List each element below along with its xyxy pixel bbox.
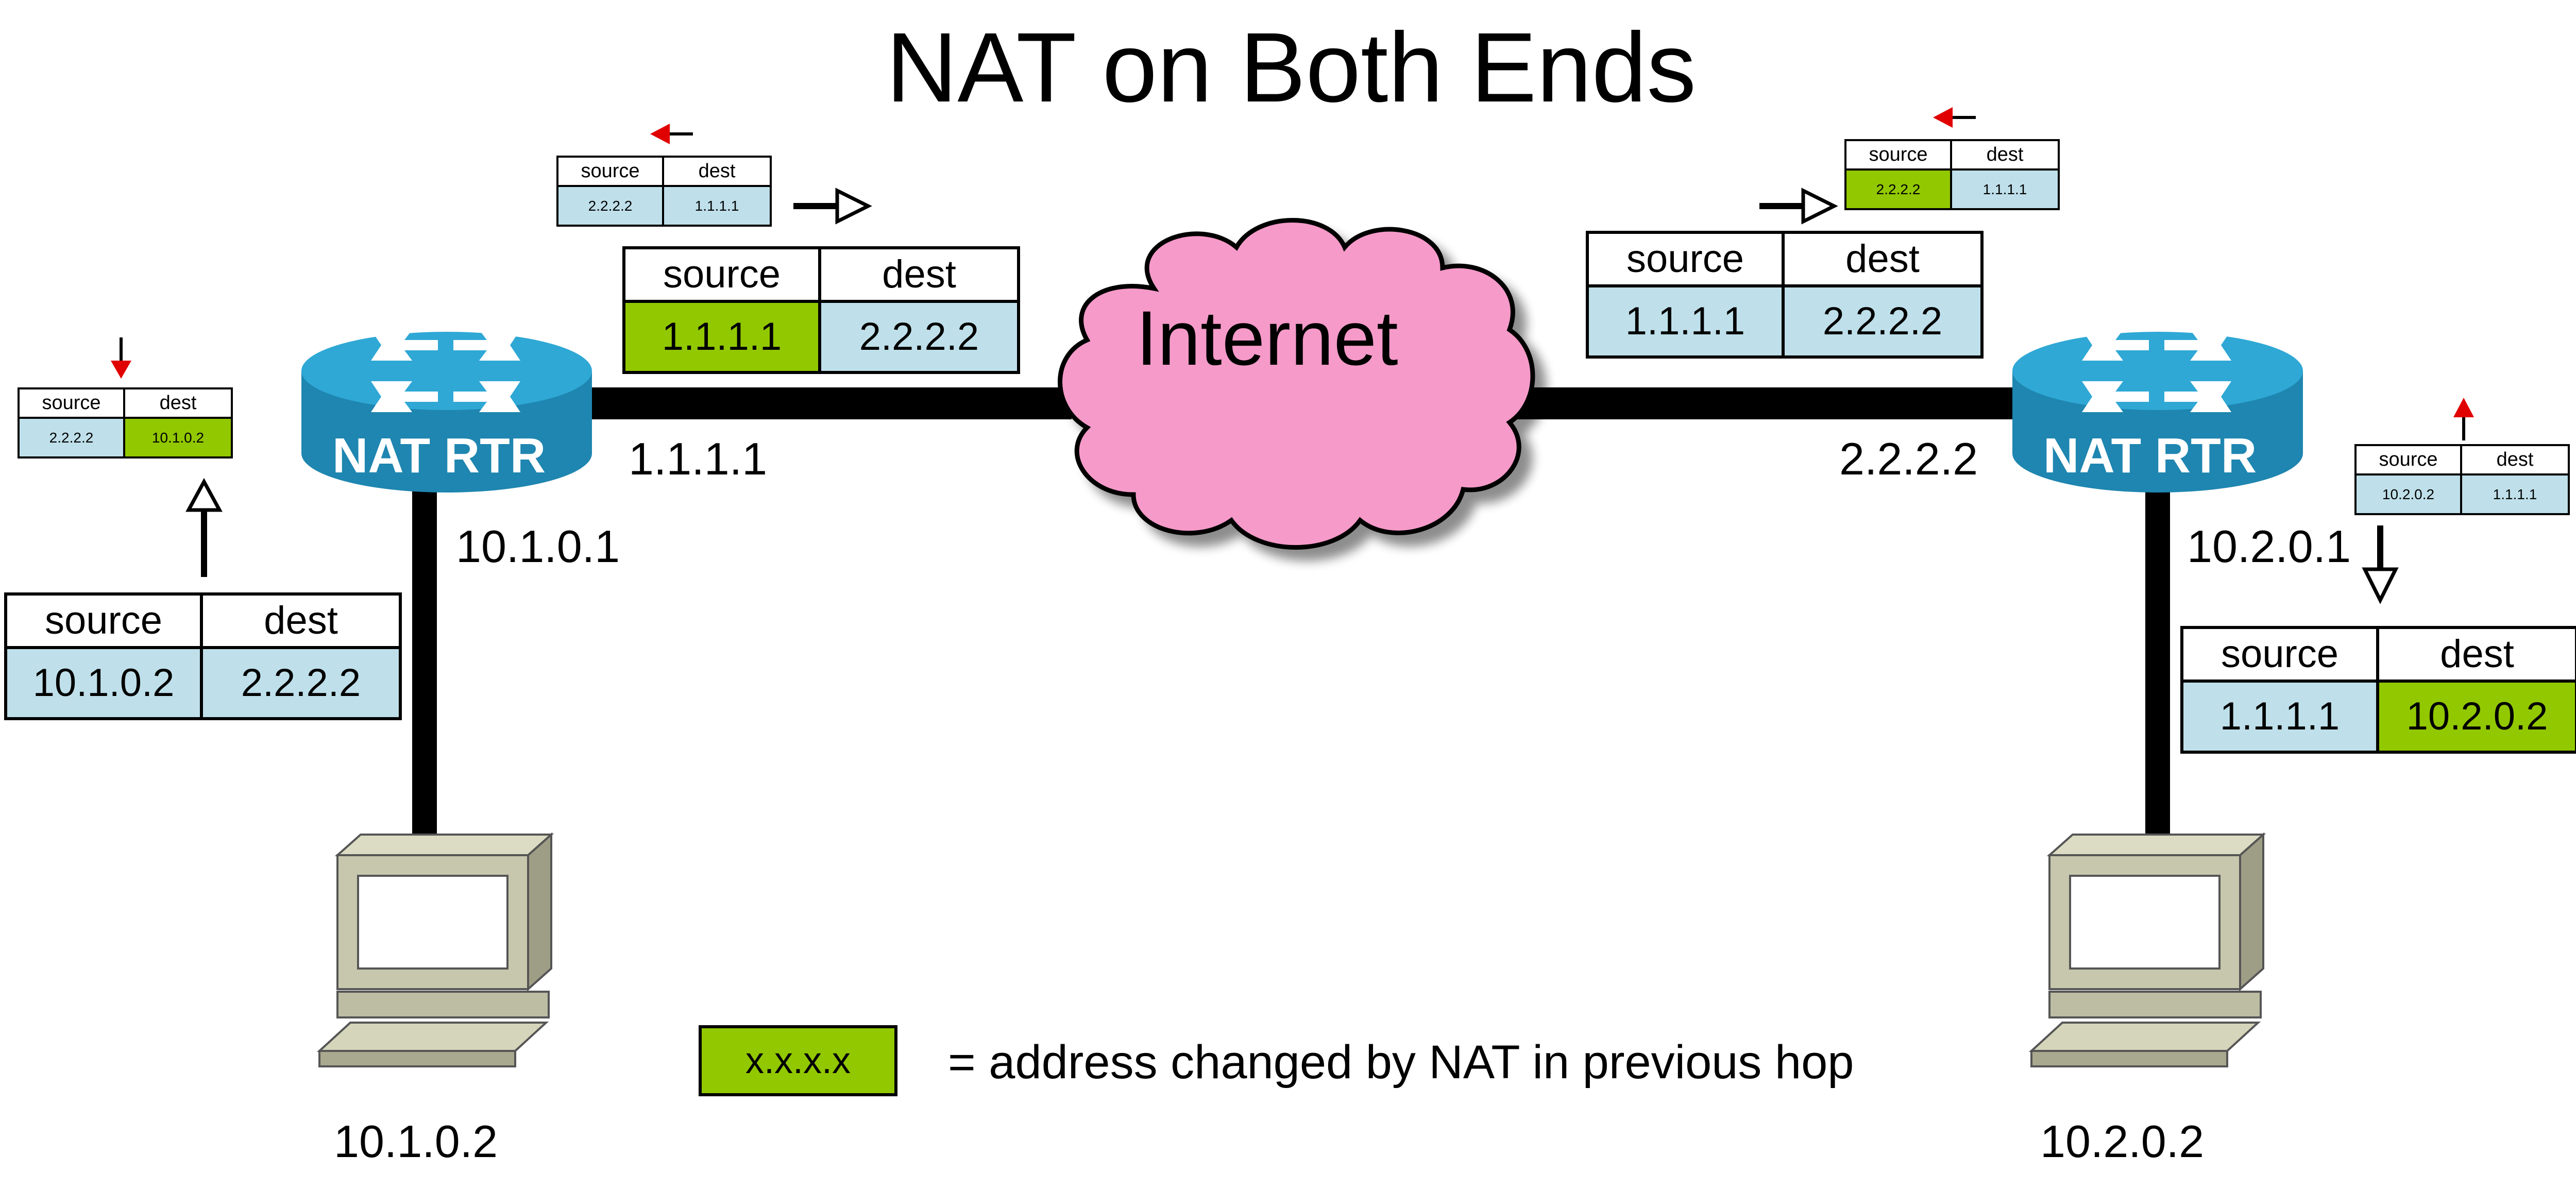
right-host-ip: 10.2.0.2: [2040, 1116, 2205, 1167]
dest-address: 1.1.1.1: [2462, 475, 2568, 513]
dest-header: dest: [203, 596, 399, 649]
arrow-right-icon: [1759, 188, 1838, 225]
source-address: 2.2.2.2: [1846, 171, 1952, 208]
legend-swatch: x.x.x.x: [699, 1025, 897, 1096]
reply-arrow-up-icon: [2453, 398, 2474, 440]
source-header: source: [625, 249, 821, 303]
source-address: 10.2.0.2: [2357, 475, 2462, 513]
reply-arrow-left-icon: [1933, 107, 1976, 128]
lan-link-left: [412, 484, 437, 855]
left-router-label: NAT RTR: [332, 428, 546, 483]
cloud-label: Internet: [1136, 295, 1398, 381]
wan-link-left: [587, 387, 1072, 419]
lan-link-right: [2145, 484, 2170, 855]
right-host-computer-icon: [2028, 832, 2266, 1067]
packet-header-right-wan-request: source dest 1.1.1.1 2.2.2.2: [1586, 231, 1984, 359]
left-host-ip: 10.1.0.2: [334, 1116, 498, 1167]
left-host-computer-icon: [316, 832, 554, 1067]
packet-header-left-lan-reply: source dest 2.2.2.2 10.1.0.2: [18, 387, 233, 458]
source-header: source: [1846, 141, 1952, 171]
right-router-inside-ip: 10.2.0.1: [2187, 521, 2351, 572]
dest-address: 2.2.2.2: [203, 649, 399, 717]
source-header: source: [20, 389, 125, 419]
arrow-up-icon: [185, 478, 223, 577]
dest-address: 2.2.2.2: [1785, 287, 1980, 355]
dest-header: dest: [1952, 141, 2058, 171]
right-router-label: NAT RTR: [2043, 428, 2257, 483]
reply-arrow-down-icon: [111, 337, 131, 379]
source-address: 2.2.2.2: [558, 187, 664, 225]
packet-header-right-lan-reply: source dest 10.2.0.2 1.1.1.1: [2354, 444, 2570, 515]
dest-header: dest: [2462, 446, 2568, 476]
reply-arrow-left-icon: [650, 124, 693, 144]
dest-address: 10.2.0.2: [2379, 682, 2575, 751]
dest-header: dest: [1785, 234, 1980, 287]
source-address: 1.1.1.1: [1589, 287, 1785, 355]
packet-header-left-wan-request: source dest 1.1.1.1 2.2.2.2: [622, 246, 1020, 374]
source-header: source: [1589, 234, 1785, 287]
arrow-right-icon: [793, 188, 872, 225]
wan-link-right: [1515, 387, 2025, 419]
dest-address: 1.1.1.1: [1952, 171, 2058, 208]
packet-header-right-lan-request: source dest 1.1.1.1 10.2.0.2: [2180, 626, 2576, 754]
dest-address: 1.1.1.1: [664, 187, 770, 225]
source-address: 2.2.2.2: [20, 419, 125, 456]
internet-cloud: [1058, 218, 1535, 550]
arrow-down-icon: [2362, 525, 2399, 604]
dest-header: dest: [664, 158, 770, 188]
dest-address: 10.1.0.2: [125, 419, 231, 456]
packet-header-left-wan-reply: source dest 2.2.2.2 1.1.1.1: [556, 156, 772, 227]
dest-address: 2.2.2.2: [821, 302, 1017, 371]
source-header: source: [558, 158, 664, 188]
source-header: source: [2183, 629, 2379, 683]
source-address: 1.1.1.1: [2183, 682, 2379, 751]
dest-header: dest: [821, 249, 1017, 303]
left-router-icon: [301, 330, 592, 492]
left-router-inside-ip: 10.1.0.1: [456, 521, 620, 572]
source-header: source: [2357, 446, 2462, 476]
page-title: NAT on Both Ends: [886, 12, 1697, 123]
packet-header-right-wan-reply: source dest 2.2.2.2 1.1.1.1: [1844, 139, 2060, 210]
right-router-outside-ip: 2.2.2.2: [1839, 433, 1978, 484]
left-router-outside-ip: 1.1.1.1: [629, 433, 768, 484]
source-address: 1.1.1.1: [625, 302, 821, 371]
source-address: 10.1.0.2: [7, 649, 203, 717]
packet-header-left-lan-request: source dest 10.1.0.2 2.2.2.2: [4, 592, 402, 720]
dest-header: dest: [2379, 629, 2575, 683]
legend-text: = address changed by NAT in previous hop: [948, 1036, 1854, 1089]
right-router-icon: [2012, 330, 2303, 492]
source-header: source: [7, 596, 203, 649]
dest-header: dest: [125, 389, 231, 419]
